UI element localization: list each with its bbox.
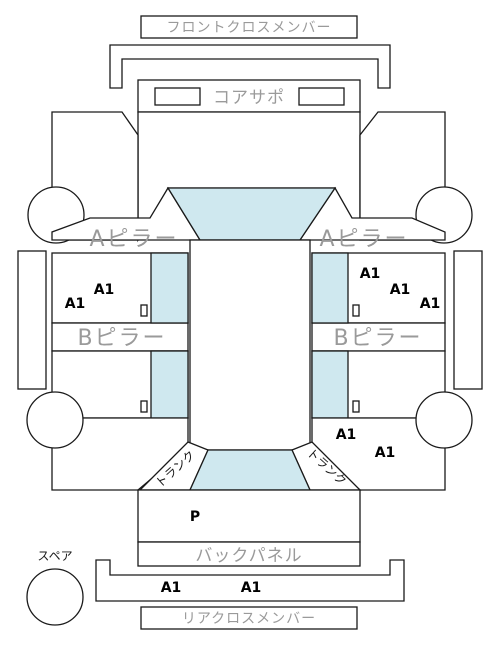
right-side-sill (453, 250, 483, 390)
rear-cross-member-label: リアクロスメンバー (182, 611, 316, 627)
damage-mark: A1 (375, 445, 396, 461)
damage-mark: A1 (161, 580, 182, 596)
a-pillar-left: Aピラー (51, 186, 202, 252)
rear-right-wheel (415, 391, 473, 449)
rear-left-window (150, 350, 189, 419)
damage-mark: A1 (94, 282, 115, 298)
rear-left-wheel (26, 391, 84, 449)
door-handle-rear-right (352, 400, 360, 413)
front-cross-member-label: フロントクロスメンバー (167, 20, 332, 36)
rear-right-window (311, 350, 349, 419)
core-support-label: コアサポ (213, 88, 285, 108)
headlight-right (298, 87, 345, 106)
door-handle-front-right (352, 304, 360, 317)
damage-mark: A1 (360, 266, 381, 282)
spare-tire: スペア (26, 549, 84, 626)
damage-mark: A1 (241, 580, 262, 596)
rear-cross-member: リアクロスメンバー (140, 606, 358, 630)
damage-mark: A1 (65, 296, 86, 312)
trunk-lid (137, 489, 361, 543)
a-pillar-right-label: Aピラー (319, 227, 408, 252)
a-pillar-left-label: Aピラー (89, 227, 178, 252)
back-panel: バックパネル (137, 541, 361, 567)
back-panel-label: バックパネル (195, 546, 302, 566)
damage-mark: A1 (336, 427, 357, 443)
rear-bumper (95, 559, 405, 602)
front-cross-member: フロントクロスメンバー (109, 15, 391, 89)
core-support: コアサポ (137, 79, 361, 113)
b-pillar-right: Bピラー (311, 322, 446, 352)
b-pillar-left-label: Bピラー (77, 326, 166, 351)
front-left-window (150, 252, 189, 324)
rear-window (188, 449, 312, 491)
b-pillar-left: Bピラー (51, 322, 189, 352)
front-right-window (311, 252, 349, 324)
left-side-sill (17, 250, 47, 390)
damage-mark: A1 (390, 282, 411, 298)
headlight-left (154, 87, 201, 106)
door-handle-front-left (140, 304, 148, 317)
damage-mark: P (190, 509, 200, 525)
door-handle-rear-left (140, 400, 148, 413)
spare-label: スペア (37, 549, 72, 563)
roof (189, 239, 311, 451)
b-pillar-right-label: Bピラー (333, 326, 422, 351)
a-pillar-right: Aピラー (298, 186, 446, 252)
damage-mark: A1 (420, 296, 441, 312)
